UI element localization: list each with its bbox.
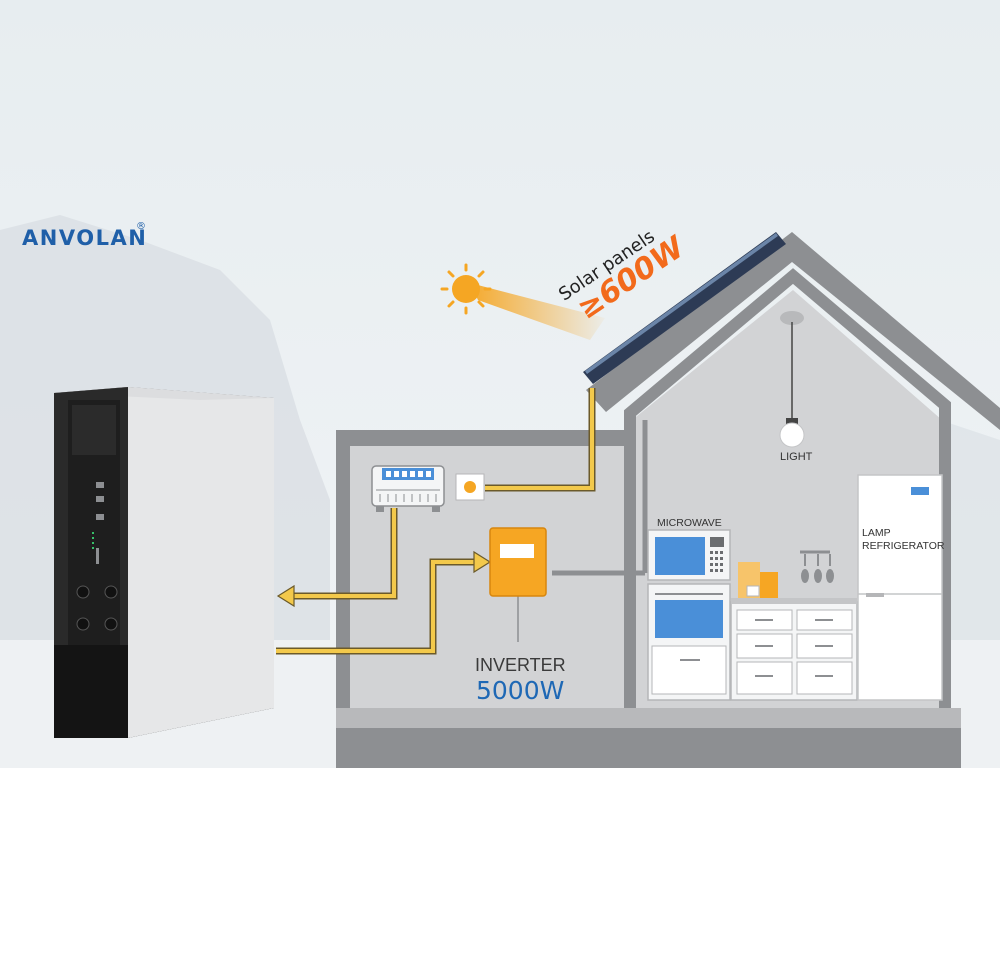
ceiling-light xyxy=(779,311,805,448)
breaker-box xyxy=(371,465,445,512)
brand-logo: ANVOLAN xyxy=(22,226,148,250)
registered-mark: ® xyxy=(136,221,146,232)
inverter-unit xyxy=(489,527,547,597)
kitchen-cabinets xyxy=(647,583,858,701)
house-tall-outline xyxy=(624,268,951,720)
refrigerator-label-line2: REFRIGERATOR xyxy=(862,540,945,552)
battery-power-wall xyxy=(54,387,274,738)
house-roof xyxy=(586,232,1000,430)
solar-panel-shine xyxy=(585,233,778,374)
inverter-label: INVERTER xyxy=(475,655,566,675)
house-foundation xyxy=(336,728,961,768)
cable-solar-to-controller xyxy=(485,388,596,492)
cable-battery-to-inverter xyxy=(276,550,492,655)
refrigerator-label-line1: LAMP xyxy=(862,527,891,539)
kitchen-items xyxy=(738,550,834,598)
house-floor xyxy=(336,708,961,728)
cable-breaker-to-battery xyxy=(276,508,398,608)
microwave-label: MICROWAVE xyxy=(657,517,722,529)
microwave xyxy=(647,529,731,581)
refrigerator-label: LAMP REFRIGERATOR xyxy=(862,527,944,553)
charge-controller xyxy=(455,473,485,501)
sun-icon xyxy=(440,263,492,315)
house-gable xyxy=(632,290,942,420)
gray-wiring xyxy=(517,420,648,642)
solar-panel xyxy=(583,232,786,384)
house-low-roof xyxy=(336,430,636,446)
sunlight-beam xyxy=(470,283,605,340)
white-footer xyxy=(0,768,1000,970)
refrigerator xyxy=(857,474,943,701)
house-low-left-wall xyxy=(336,430,350,720)
light-label: LIGHT xyxy=(780,451,813,463)
inverter-power-label: 5000W xyxy=(476,676,565,705)
